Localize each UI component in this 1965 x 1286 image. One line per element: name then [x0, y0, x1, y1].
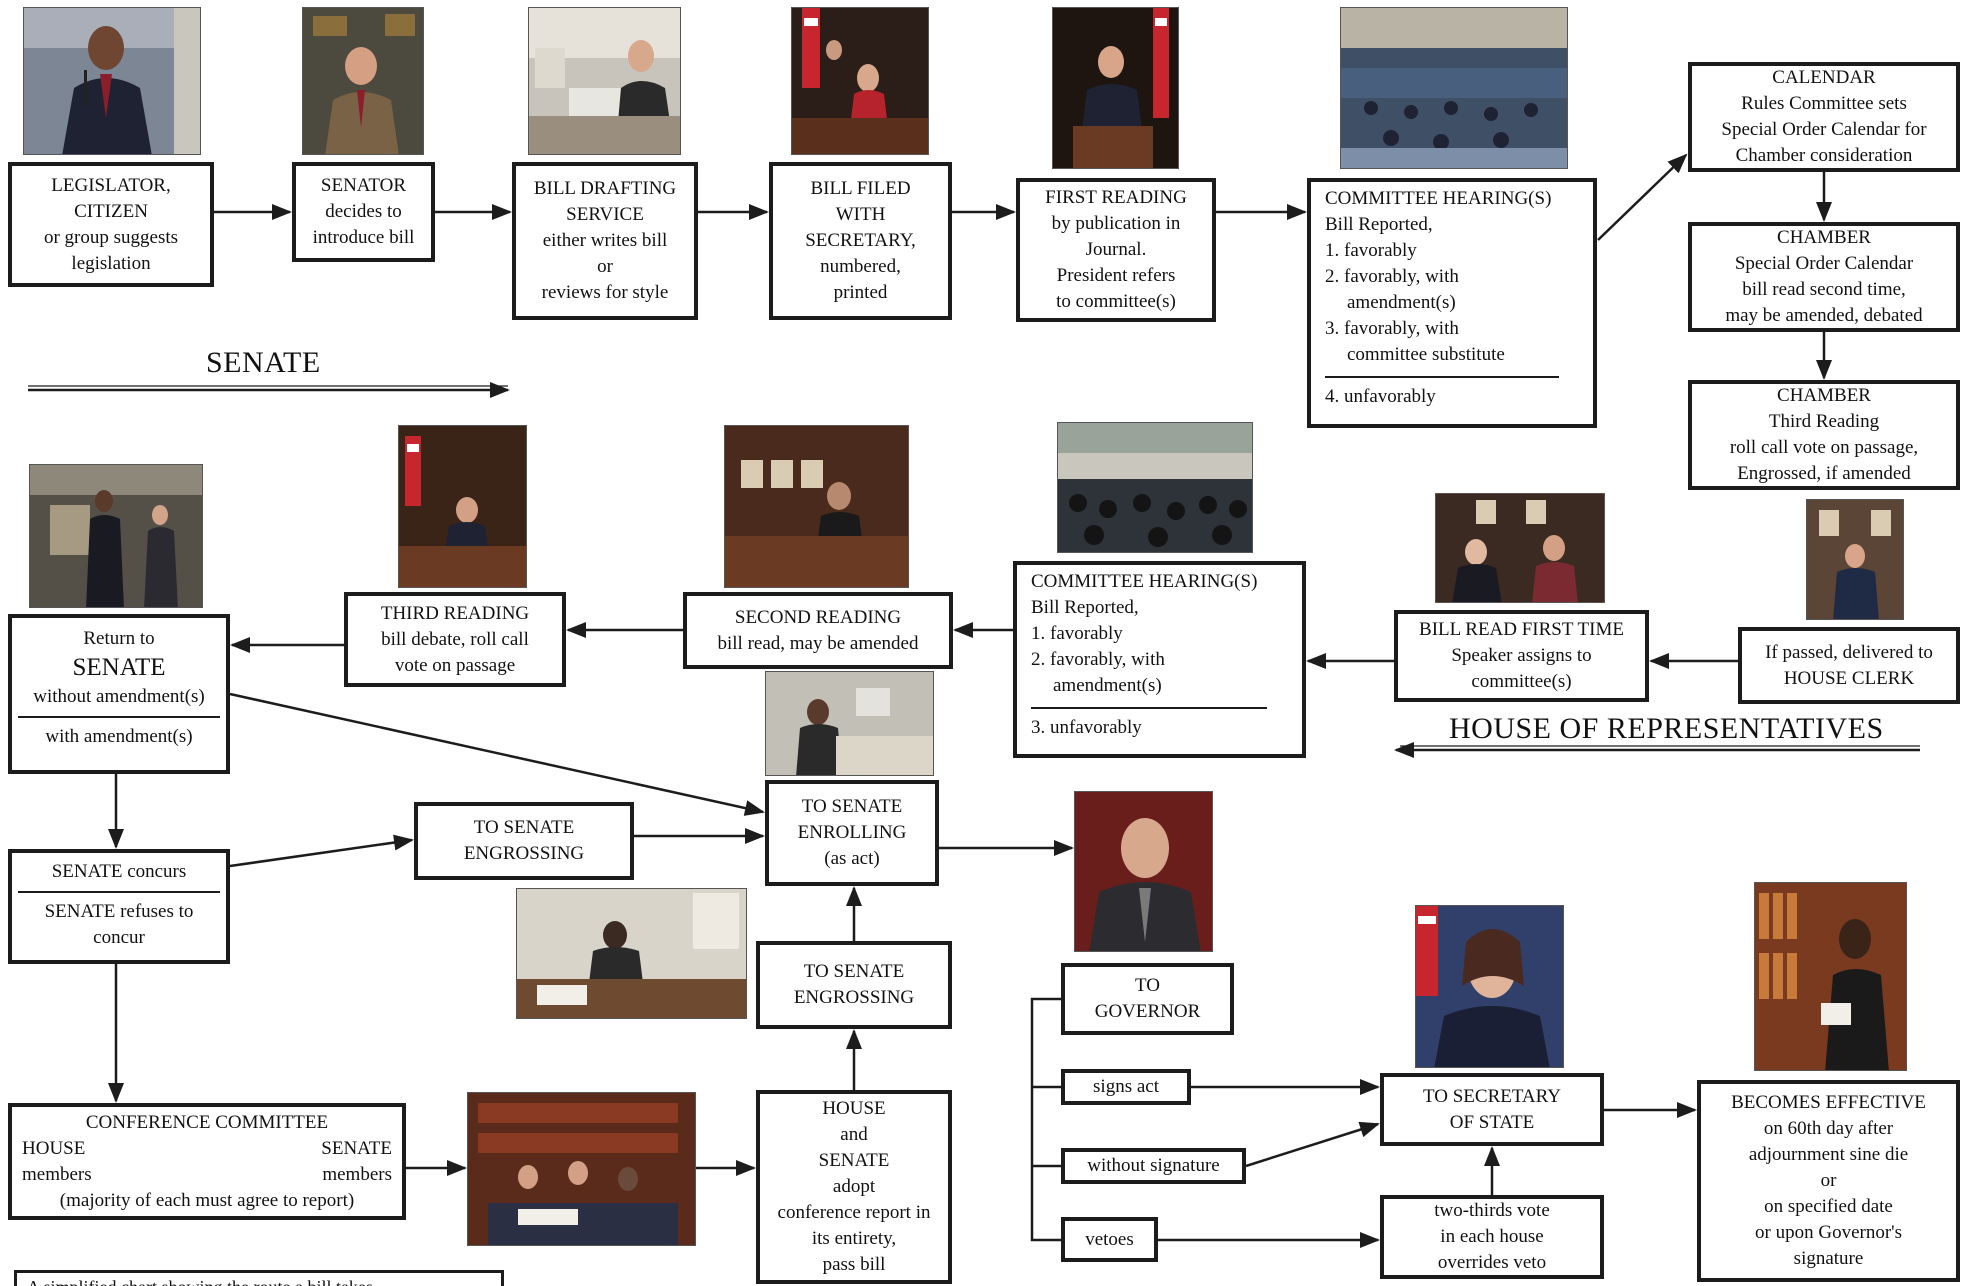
secretary-of-state-box: TO SECRETARY OF STATE: [1380, 1073, 1604, 1146]
house-committee-hearing-box: COMMITTEE HEARING(S) Bill Reported, 1. f…: [1013, 561, 1306, 758]
senate-label: SENATE: [206, 346, 321, 379]
senate-committee-hearing-box: COMMITTEE HEARING(S) Bill Reported, 1. f…: [1307, 178, 1597, 428]
senate-concurs-box: SENATE concurs SENATE refuses to concur: [8, 849, 230, 964]
arrow-without-sig-to-secretary: [1245, 1121, 1380, 1168]
photo-conference-committee: [467, 1092, 696, 1246]
becomes-effective-box: BECOMES EFFECTIVE on 60th day after adjo…: [1697, 1080, 1960, 1282]
senator-box: SENATOR decides to introduce bill: [292, 162, 435, 262]
senate-engrossing-mid-box: TO SENATE ENGROSSING: [414, 802, 634, 880]
vetoes-box: vetoes: [1061, 1217, 1158, 1262]
senate-engrossing-low-box: TO SENATE ENGROSSING: [756, 941, 952, 1029]
signs-act-box: signs act: [1061, 1069, 1191, 1105]
senate-enrolling-box: TO SENATE ENROLLING (as act): [765, 780, 939, 886]
house-second-reading-box: SECOND READING bill read, may be amended: [683, 592, 953, 669]
return-senate-divider: [18, 716, 220, 718]
photo-legislator-speaking: [23, 7, 201, 155]
arrow-without-amendment-to-enrolling: [229, 692, 765, 816]
house-first-reading-box: BILL READ FIRST TIME Speaker assigns to …: [1394, 610, 1649, 702]
photo-enrolling: [765, 671, 934, 776]
calendar-box: CALENDAR Rules Committee sets Special Or…: [1688, 62, 1960, 172]
photo-bill-filed: [791, 7, 929, 155]
senate-concurs-divider: [18, 891, 220, 893]
house-committee-divider: [1031, 707, 1268, 709]
photo-house-clerk: [1806, 499, 1904, 620]
photo-first-reading: [1052, 7, 1179, 169]
chamber-second-reading-box: CHAMBER Special Order Calendar bill read…: [1688, 222, 1960, 332]
arrow-committee-to-calendar: [1597, 153, 1688, 241]
photo-leaving-chamber: [29, 464, 203, 608]
house-third-reading-box: THIRD READING bill debate, roll call vot…: [344, 592, 566, 687]
house-senate-adopt-box: HOUSE and SENATE adopt conference report…: [756, 1090, 952, 1284]
to-governor-box: TO GOVERNOR: [1061, 963, 1234, 1035]
house-label: HOUSE OF REPRESENTATIVES: [1449, 712, 1884, 745]
two-thirds-override-box: two-thirds vote in each house overrides …: [1380, 1195, 1604, 1279]
senate-committee-divider: [1325, 376, 1559, 378]
chamber-third-reading-box: CHAMBER Third Reading roll call vote on …: [1688, 380, 1960, 490]
chart-caption: A simplified chart showing the route a b…: [14, 1270, 504, 1286]
without-signature-box: without signature: [1061, 1148, 1246, 1184]
photo-becomes-effective: [1754, 882, 1907, 1071]
photo-house-first-reading: [1435, 493, 1605, 603]
return-to-senate-box: Return to SENATE without amendment(s) wi…: [8, 614, 230, 774]
governor-options-bracket: [1030, 997, 1061, 1242]
conference-row-1: HOUSE SENATE: [22, 1137, 392, 1159]
photo-bill-drafting: [528, 7, 681, 155]
bill-drafting-box: BILL DRAFTING SERVICE either writes bill…: [512, 162, 698, 320]
conference-committee-box: CONFERENCE COMMITTEE HOUSE SENATE member…: [8, 1103, 406, 1220]
photo-governor: [1074, 791, 1213, 952]
photo-house-third-reading: [398, 425, 527, 588]
arrow-concurs-to-engrossing: [229, 834, 414, 868]
photo-senator: [302, 7, 424, 155]
photo-house-committee: [1057, 422, 1253, 553]
photo-engrossing: [516, 888, 747, 1019]
photo-senate-committee: [1340, 7, 1568, 169]
house-clerk-box: If passed, delivered to HOUSE CLERK: [1738, 627, 1960, 704]
bill-filed-box: BILL FILED WITH SECRETARY, numbered, pri…: [769, 162, 952, 320]
legislator-citizen-box: LEGISLATOR, CITIZEN or group suggests le…: [8, 162, 214, 287]
photo-secretary-of-state: [1415, 905, 1564, 1068]
first-reading-box: FIRST READING by publication in Journal.…: [1016, 178, 1216, 322]
photo-house-second-reading: [724, 425, 909, 588]
conference-row-2: members members: [22, 1163, 392, 1185]
